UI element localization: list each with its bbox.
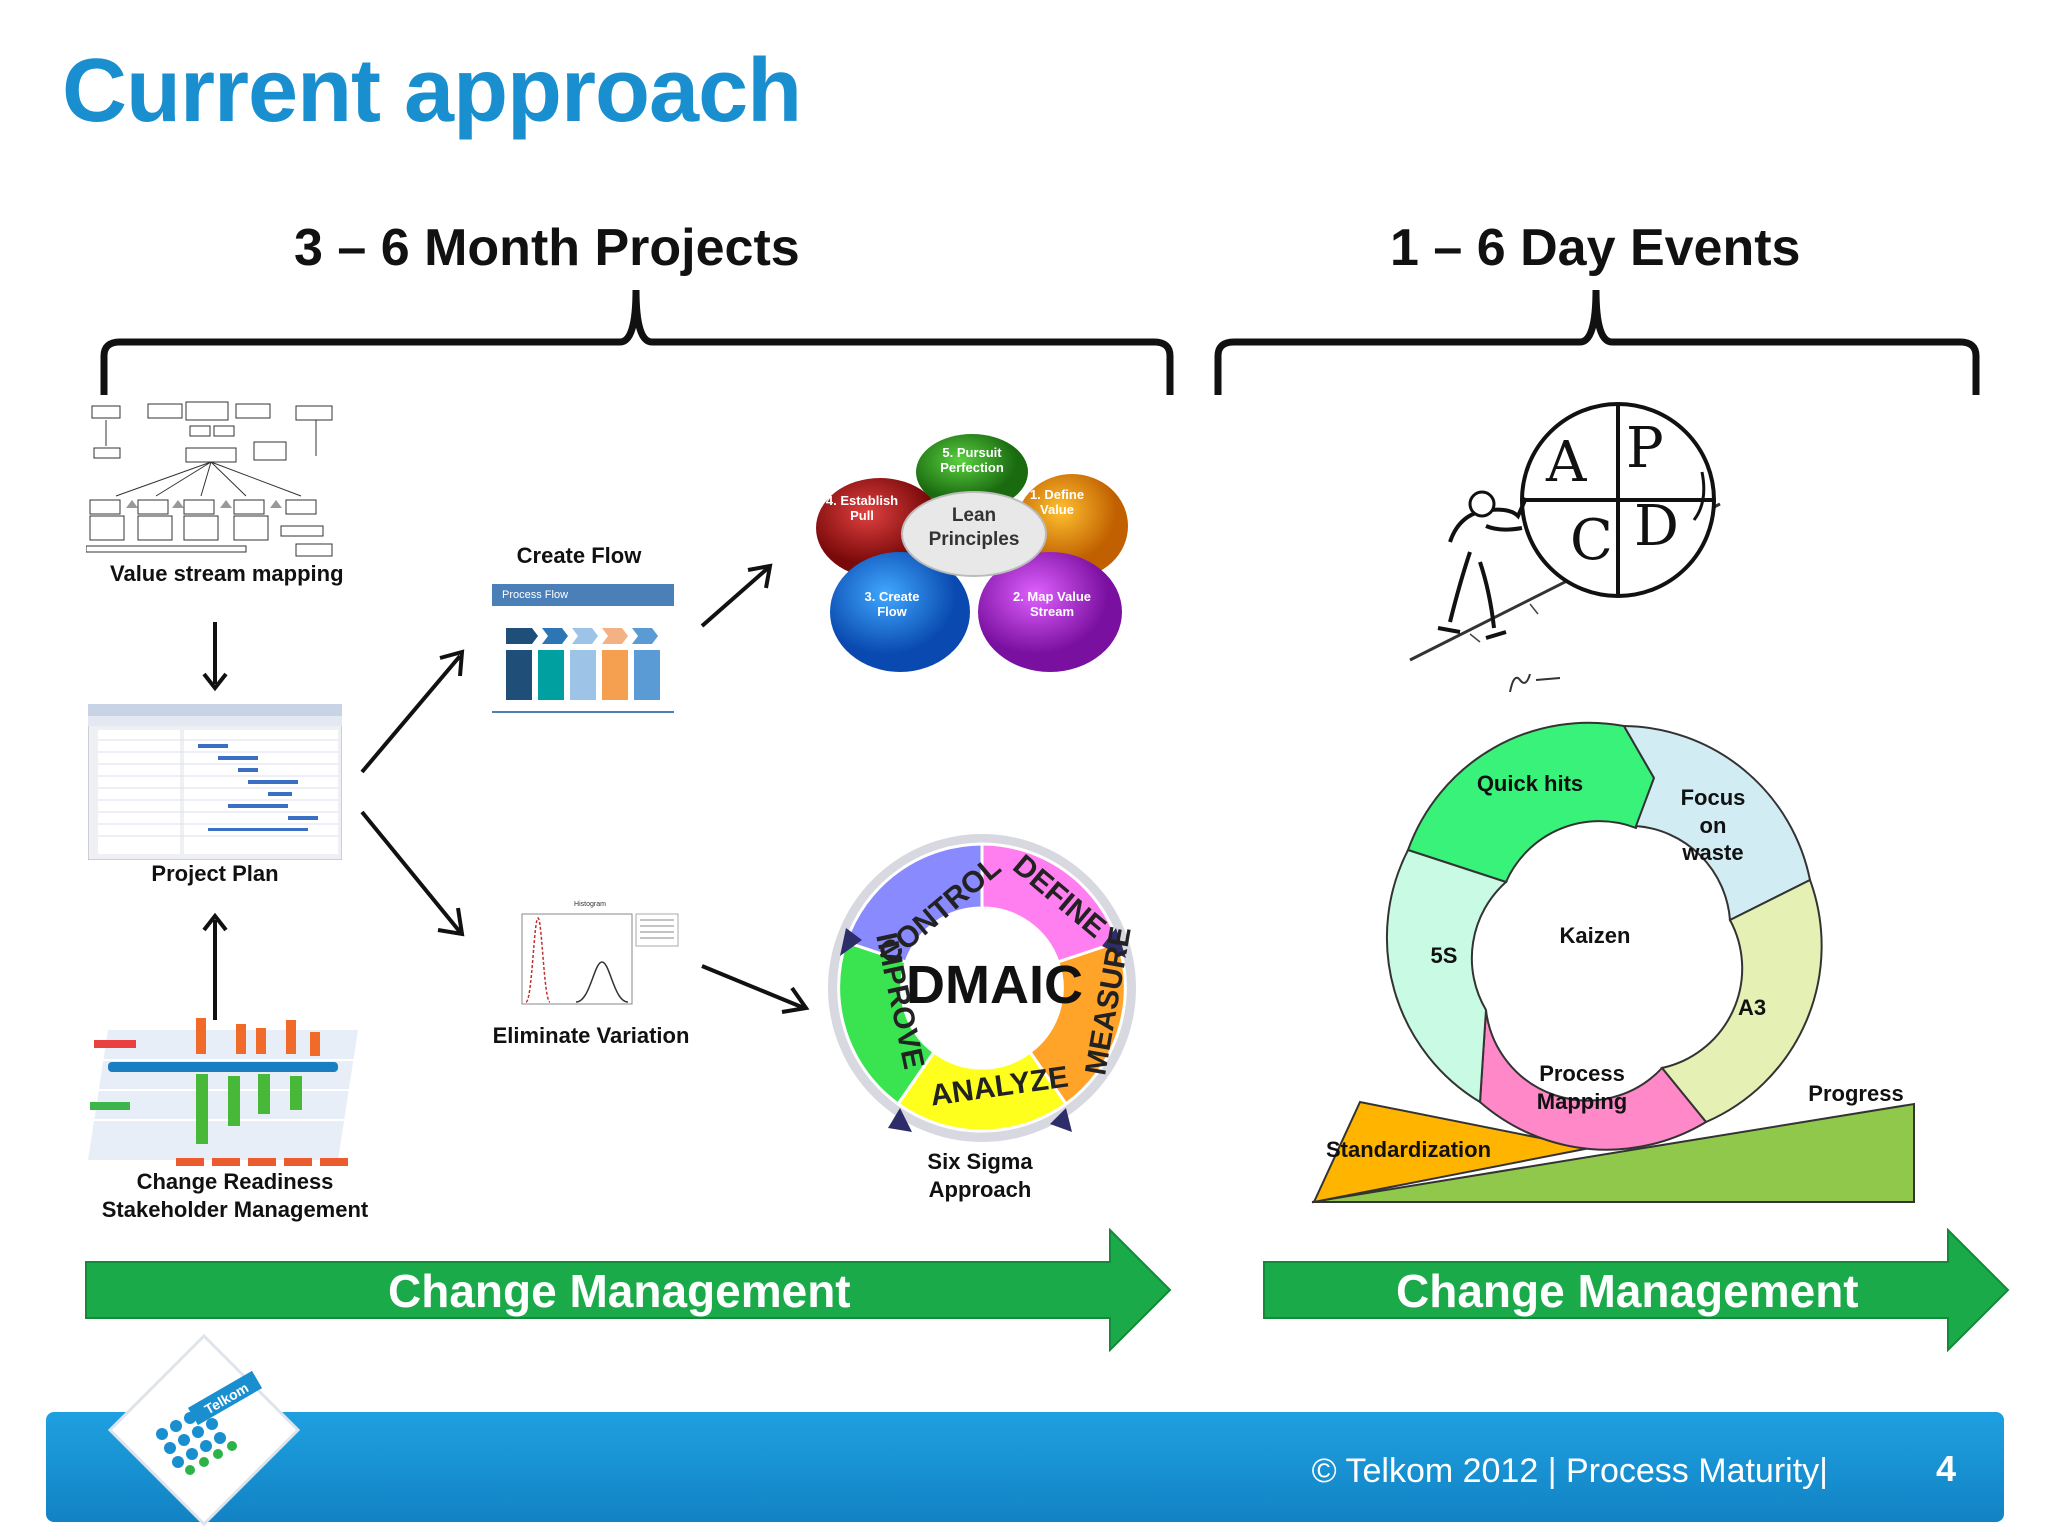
lean-piece-pursuit-perfection [916,434,1028,510]
kaizen-5s-segment [1385,848,1508,1104]
right-section-heading: 1 – 6 Day Events [1390,219,1801,277]
kaizen-5s-label: 5S [1430,943,1458,968]
lean-center-label: Lean Principles [928,505,1020,550]
footer-bar [46,1412,2004,1522]
kaizen-process-mapping-label: Process Mapping [1536,1061,1628,1114]
project-plan-image [88,704,342,860]
six-sigma-approach-label: Six Sigma Approach [927,1149,1033,1202]
braces [100,289,1980,395]
value-stream-map-image [86,396,336,561]
lean-principles-puzzle [816,434,1128,672]
dmaic-measure-segment [1027,940,1127,1107]
right-brace [1214,289,1980,395]
lean-piece-define-value [1016,474,1128,578]
standardization-label: Standardization [1326,1137,1492,1162]
left-brace [100,289,1174,395]
change-management-label-right: Change Management [1396,1265,1859,1317]
lean-label-pursuit-perfection: 5. Pursuit Perfection [940,445,1004,475]
process-flow-steps [492,628,674,713]
histogram-title: Histogram [574,901,606,908]
kaizen-quick-hits-segment [1406,721,1656,884]
kaizen-quick-hits-label: Quick hits [1476,771,1584,796]
kaizen-focus-on-waste-label: Focus on waste [1680,785,1746,865]
lean-label-map-value-stream: 2. Map Value Stream [1012,589,1092,619]
pdca-c: C [1570,508,1613,573]
process-flow-image: Process Flow [492,584,674,722]
slide-title: Current approach [62,41,802,141]
value-stream-mapping-label: Value stream mapping [110,561,344,586]
change-management-label-left: Change Management [388,1265,851,1317]
kaizen-focus-on-waste-segment [1622,724,1812,922]
change-management-arrow-left [85,1228,1172,1353]
up-arrow [202,912,228,1020]
change-readiness-chart-image [88,1018,358,1166]
pdca-p: P [1626,416,1664,481]
dmaic-center-label: DMAIC [906,955,1083,1015]
arrow-to-dmaic [701,964,810,1014]
telkom-logo: Telkom [107,1333,301,1527]
lean-label-create-flow: 3. Create Flow [864,589,920,619]
process-flow-header: Process Flow [492,584,674,606]
lean-center [901,491,1047,577]
dmaic-control-segment [844,842,984,964]
standardization-wedge [1312,1100,1591,1204]
dmaic-wheel [828,834,1136,1142]
lean-piece-map-value-stream [978,552,1122,672]
arrow-to-lean [700,563,773,628]
kaizen-diagram [1311,721,1915,1204]
create-flow-label: Create Flow [516,543,642,568]
page-number: 4 [1935,1448,1956,1489]
pdca-cartoon [1409,402,1721,692]
kaizen-process-mapping-segment [1478,1009,1708,1151]
kaizen-center-label: Kaizen [1559,923,1631,948]
project-plan-label: Project Plan [151,861,279,886]
pdca-d: D [1634,494,1679,559]
lean-label-establish-pull: 4. Establish Pull [825,493,899,523]
pdca-a: A [1546,430,1587,495]
kaizen-a3-label: A3 [1737,995,1767,1020]
eliminate-variation-label: Eliminate Variation [492,1023,690,1048]
progress-label: Progress [1808,1081,1904,1106]
lean-label-define-value: 1. Define Value [1029,487,1085,517]
change-management-arrow-right [1263,1228,2010,1353]
lean-piece-create-flow [830,552,970,672]
left-section-heading: 3 – 6 Month Projects [294,219,800,277]
footer-text: © Telkom 2012 | Process Maturity| [1311,1452,1828,1490]
progress-wedge [1311,1102,1915,1203]
change-readiness-label: Change Readiness Stakeholder Management [101,1169,369,1222]
down-arrow [202,622,228,692]
histogram-image: Histogram [521,901,679,1005]
branch-arrows [360,649,465,937]
